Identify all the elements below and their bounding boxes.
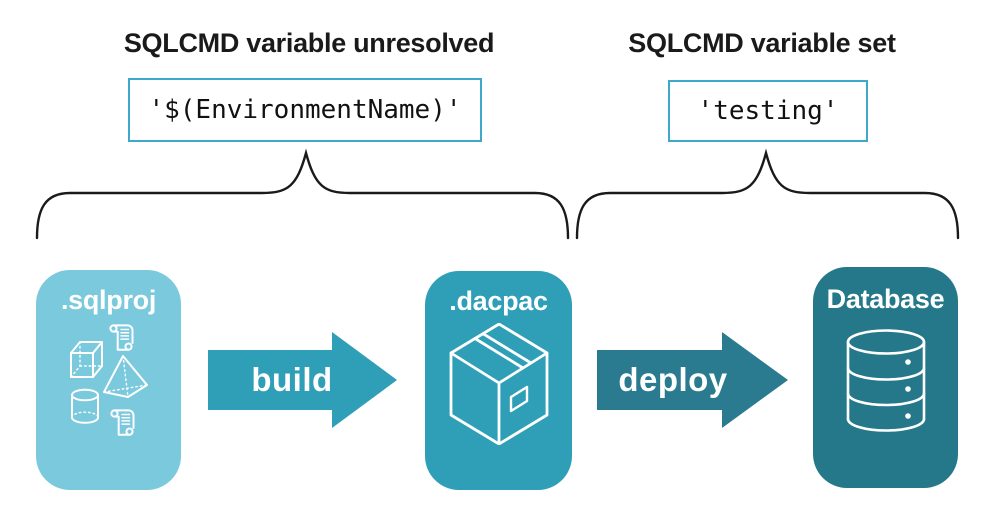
heading-sqlcmd-unresolved: SQLCMD variable unresolved xyxy=(123,28,495,58)
brace-group xyxy=(35,148,960,240)
node-database: Database xyxy=(813,267,958,488)
code-text-set: 'testing' xyxy=(697,96,839,126)
build-arrow-icon xyxy=(208,332,397,428)
node-dacpac-label: .dacpac xyxy=(449,286,548,316)
node-database-label: Database xyxy=(826,284,945,314)
database-cylinder-icon xyxy=(846,329,926,432)
build-arrow: build xyxy=(208,332,398,428)
right-brace-icon xyxy=(575,148,960,240)
code-box-set: 'testing' xyxy=(668,80,868,142)
node-dacpac: .dacpac xyxy=(425,271,572,490)
cube-icon xyxy=(70,341,103,378)
scroll-icon xyxy=(110,409,135,436)
node-sqlproj: .sqlproj xyxy=(36,270,181,490)
code-text-unresolved: '$(EnvironmentName)' xyxy=(148,95,462,125)
deploy-arrow-label: deploy xyxy=(618,361,728,398)
heading-sqlcmd-set: SQLCMD variable set xyxy=(628,28,896,58)
code-box-unresolved: '$(EnvironmentName)' xyxy=(128,78,482,142)
build-arrow-label: build xyxy=(251,361,333,398)
deploy-arrow-icon xyxy=(597,332,788,428)
deploy-arrow: deploy xyxy=(597,332,789,428)
cylinder-icon xyxy=(71,388,99,424)
left-brace-icon xyxy=(35,148,570,240)
sql-project-objects-icon xyxy=(70,324,148,436)
scroll-icon xyxy=(109,324,134,351)
pyramid-icon xyxy=(103,355,148,398)
node-sqlproj-label: .sqlproj xyxy=(60,285,157,315)
package-box-icon xyxy=(449,323,549,445)
